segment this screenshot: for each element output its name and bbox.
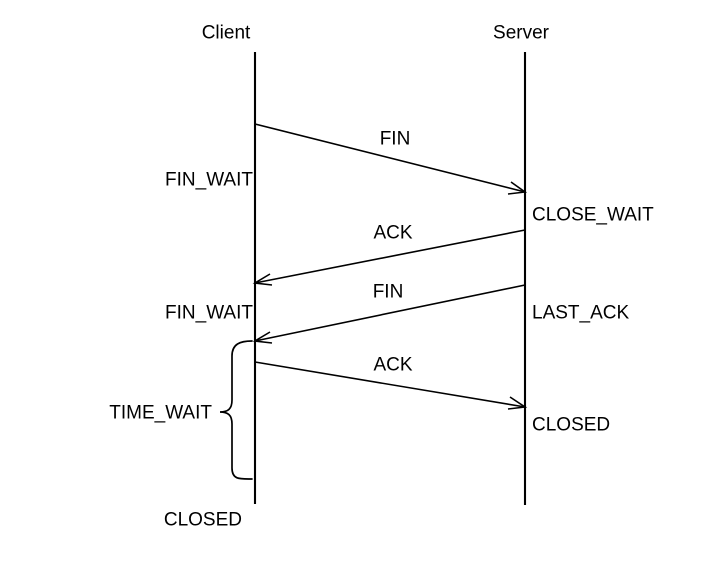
state-label-last-ack: LAST_ACK [532, 302, 630, 324]
state-label-time-wait: TIME_WAIT [109, 402, 212, 424]
state-label-closed-client: CLOSED [163, 509, 242, 531]
state-label-fin-wait-2: FIN_WAIT [165, 302, 253, 324]
message-arrow-ack-2 [254, 361, 528, 410]
participant-label-client: Client [201, 22, 251, 44]
message-label-fin-1: FIN [379, 128, 411, 150]
state-label-close-wait: CLOSE_WAIT [532, 204, 654, 226]
state-label-fin-wait-1: FIN_WAIT [165, 169, 253, 191]
message-label-ack-2: ACK [373, 354, 413, 376]
message-arrow-fin-1 [254, 123, 528, 195]
message-arrow-fin-2 [252, 284, 526, 344]
message-arrow-ack-1 [252, 229, 526, 286]
message-label-ack-1: ACK [373, 222, 413, 244]
message-label-fin-2: FIN [372, 281, 404, 303]
participant-label-server: Server [493, 22, 549, 44]
state-label-closed-server: CLOSED [532, 414, 611, 436]
time-wait-brace [219, 340, 253, 480]
